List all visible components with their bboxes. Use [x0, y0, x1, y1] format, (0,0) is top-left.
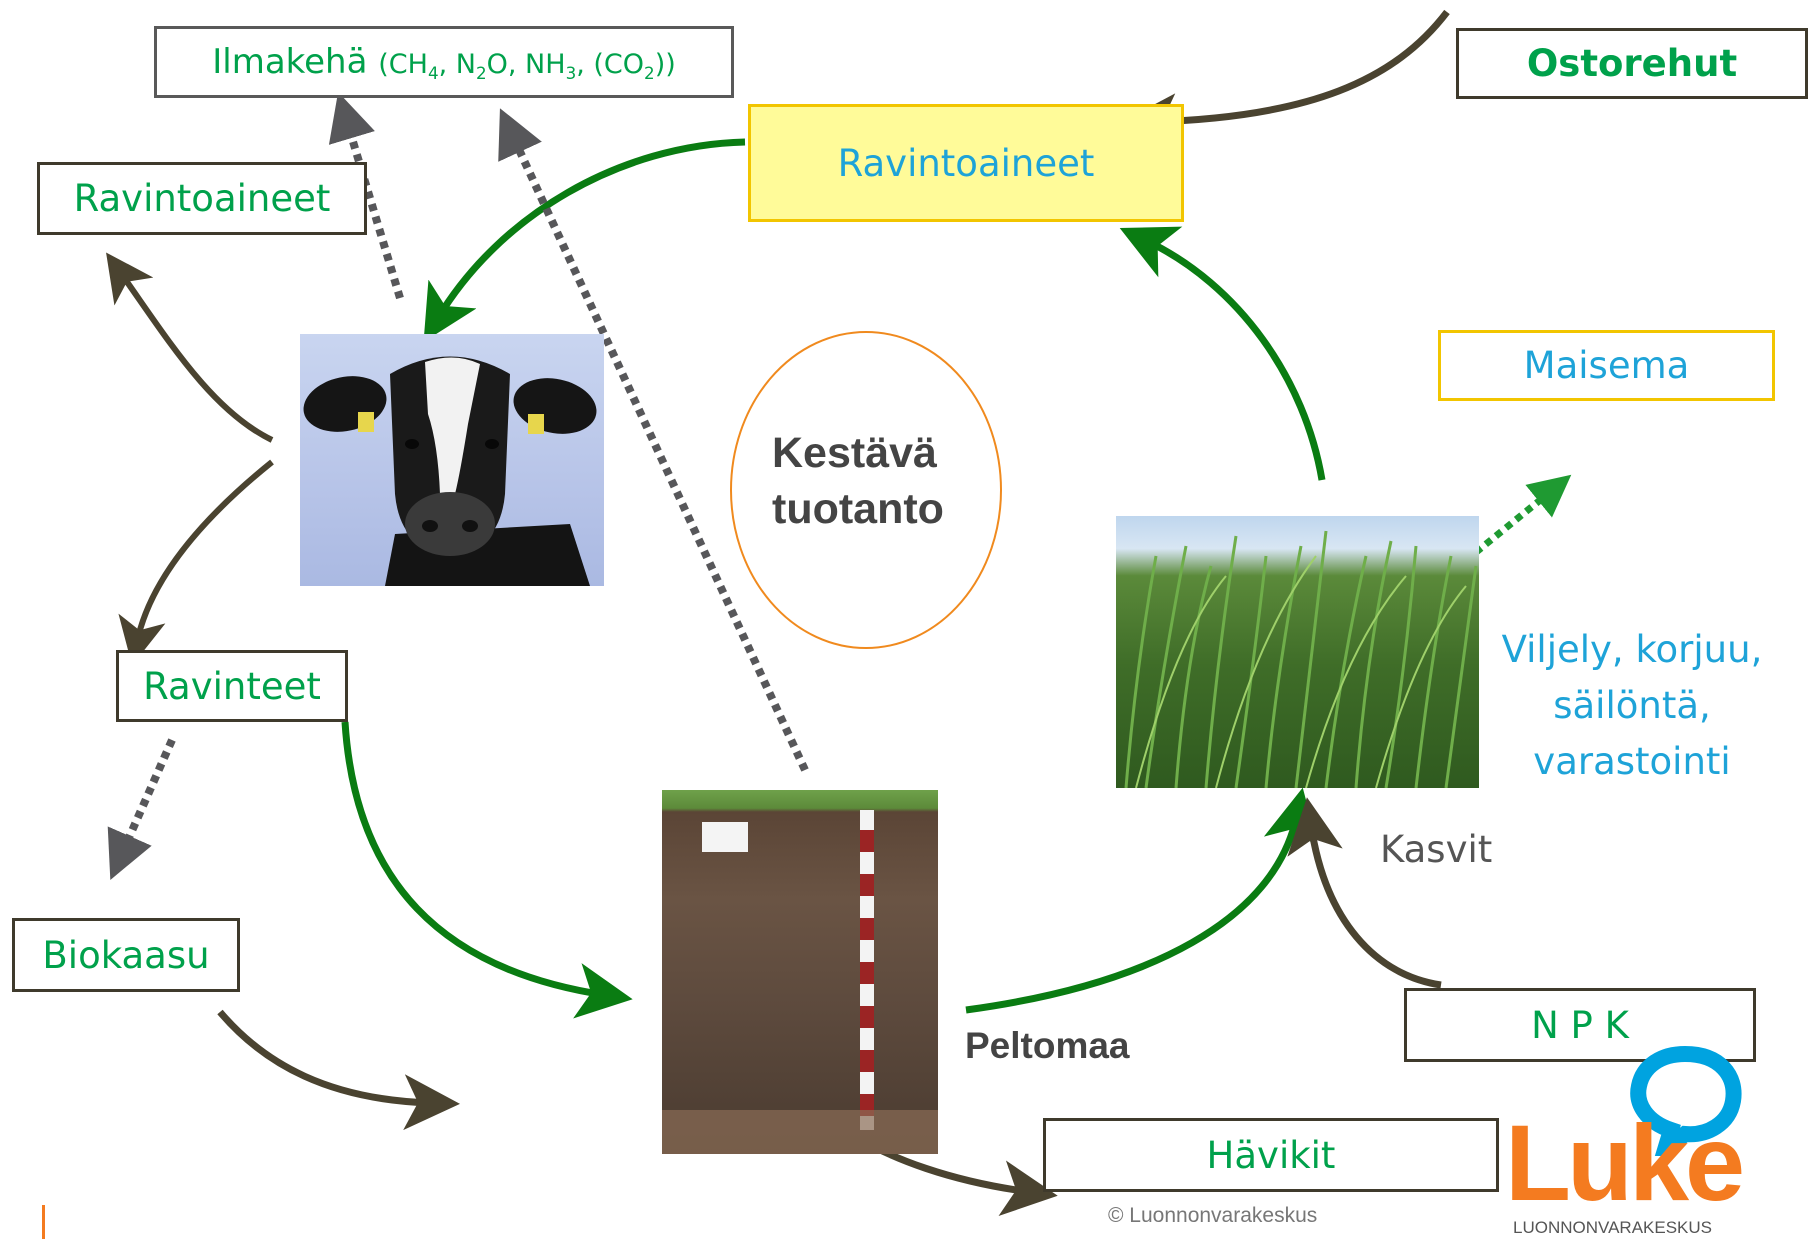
nutrients-output-box: Ravintoaineet	[37, 162, 367, 235]
arrow-grass-to-landscape	[1392, 474, 1572, 621]
nutrients-output-label: Ravintoaineet	[73, 177, 331, 220]
soil-label: Peltomaa	[965, 1025, 1130, 1066]
arrow-cow-to-nutrients	[106, 252, 274, 443]
copyright-text: © Luonnonvarakeskus	[1108, 1204, 1318, 1227]
speech-bubble-icon	[1630, 1046, 1742, 1156]
cow-icon	[303, 356, 597, 586]
sustainability-oval	[730, 331, 1002, 649]
landscape-label: Maisema	[1523, 344, 1690, 387]
arrow-soil-emissions	[498, 108, 809, 772]
cultivation-label: Viljely, korjuu, säilöntä, varastointi	[1501, 628, 1763, 783]
losses-box: Hävikit	[1043, 1118, 1499, 1192]
grass-icon	[1124, 530, 1478, 788]
plants-label: Kasvit	[1380, 828, 1493, 871]
arrow-soil-to-grass	[965, 787, 1319, 1014]
biogas-box: Biokaasu	[12, 918, 240, 992]
luke-logo: Luke LUONNONVARAKESKUS	[1505, 1046, 1750, 1238]
arrow-manure-to-soil	[341, 721, 633, 1019]
arrow-manure-to-biogas	[107, 738, 176, 880]
purchased-feed-box: Ostorehut	[1456, 28, 1808, 99]
arrow-fertilizer-to-grass	[1287, 797, 1442, 989]
cow-photo	[300, 334, 604, 586]
losses-label: Hävikit	[1206, 1133, 1336, 1177]
biogas-label: Biokaasu	[42, 933, 210, 977]
arrow-purchased-feed	[1120, 9, 1450, 150]
arrow-grass-to-feed	[1119, 226, 1326, 481]
manure-nutrients-label: Ravinteet	[143, 664, 321, 708]
soil-photo	[662, 790, 938, 1154]
manure-nutrients-box: Ravinteet	[116, 650, 348, 722]
atmosphere-label: Ilmakehä (CH4, N2O, NH3, (CO2))	[212, 42, 676, 83]
arrow-feed-to-cow	[423, 138, 746, 342]
grass-photo	[1116, 516, 1479, 788]
arrow-cow-emissions	[328, 92, 404, 300]
soil-profile-icon	[662, 810, 938, 1154]
feed-nutrients-box: Ravintoaineet	[748, 104, 1184, 222]
fertilizer-label: N P K	[1531, 1003, 1629, 1047]
atmosphere-box: Ilmakehä (CH4, N2O, NH3, (CO2))	[154, 26, 734, 98]
sustainable-production-label: Kestävä tuotanto	[772, 429, 944, 533]
arrow-cow-to-ravinteet	[118, 459, 274, 666]
landscape-box: Maisema	[1438, 330, 1775, 401]
feed-nutrients-label: Ravintoaineet	[837, 141, 1095, 185]
luke-subtitle: LUONNONVARAKESKUS	[1513, 1218, 1713, 1237]
luke-wordmark: Luke	[1505, 1102, 1745, 1223]
purchased-feed-label: Ostorehut	[1526, 42, 1738, 85]
arrow-biogas-to-soil	[217, 1009, 460, 1131]
slide-accent-bar	[42, 1205, 45, 1239]
